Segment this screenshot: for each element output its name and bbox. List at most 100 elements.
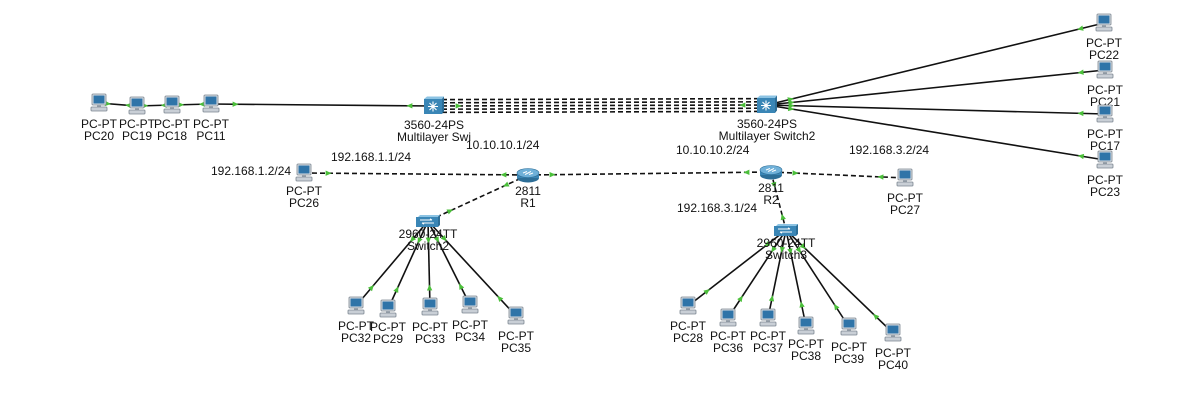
port-indicator-icon: [440, 235, 447, 242]
pc-icon: [162, 95, 182, 115]
device-name-label: Switch3: [764, 248, 808, 262]
port-indicator-icon: [799, 243, 806, 250]
port-indicator-icon: [739, 102, 746, 108]
device-name-label: PC21: [1089, 95, 1121, 109]
device-pc21[interactable]: [1095, 60, 1115, 80]
device-pc18[interactable]: [162, 95, 182, 115]
multilayer-switch-icon: [423, 96, 445, 116]
port-indicator-icon: [787, 105, 795, 112]
port-indicator-icon: [500, 172, 507, 178]
link-sw3-pc38[interactable]: [785, 229, 807, 327]
link-pc11-mls1[interactable]: [210, 101, 435, 109]
device-type-label: 2960-24TT: [756, 236, 816, 250]
device-pc38[interactable]: [796, 316, 816, 336]
port-indicator-icon: [502, 181, 510, 187]
pc-icon: [758, 308, 778, 328]
device-pc22[interactable]: [1094, 13, 1114, 33]
device-pc33[interactable]: [420, 297, 440, 317]
port-indicator-icon: [232, 101, 239, 107]
link-mls2-pc23[interactable]: [766, 104, 1106, 161]
port-indicator-icon: [743, 169, 750, 175]
link-mls2-pc21[interactable]: [766, 69, 1106, 106]
device-pc39[interactable]: [839, 317, 859, 337]
device-pc32[interactable]: [346, 296, 366, 316]
link-sw3-pc40[interactable]: [785, 229, 894, 334]
device-r1[interactable]: [516, 167, 540, 183]
link-sw2-pc35[interactable]: [427, 220, 517, 317]
device-pc27[interactable]: [895, 168, 915, 188]
device-pc17[interactable]: [1095, 104, 1115, 124]
link-pc26-r1[interactable]: [303, 170, 529, 178]
link-sw3-pc37[interactable]: [767, 229, 787, 319]
link-mls2-pc17[interactable]: [766, 102, 1106, 117]
port-indicator-icon: [780, 213, 786, 221]
device-name-label: PC20: [83, 129, 115, 143]
device-type-label: 2811: [515, 184, 541, 198]
device-type-label: PC-PT: [875, 346, 911, 360]
link-mls1-mls2[interactable]: [433, 97, 768, 114]
port-indicator-icon: [549, 172, 556, 178]
device-pc19[interactable]: [127, 96, 147, 116]
device-sw2[interactable]: [415, 214, 441, 228]
device-type-label: PC-PT: [831, 340, 867, 354]
device-pc20[interactable]: [89, 93, 109, 113]
device-sw3[interactable]: [773, 223, 799, 237]
port-indicator-icon: [425, 237, 432, 244]
link-sw2-pc32[interactable]: [355, 220, 429, 307]
link-r2-pc27[interactable]: [770, 170, 906, 180]
device-pc23[interactable]: [1095, 150, 1115, 170]
device-pc29[interactable]: [378, 299, 398, 319]
port-indicator-icon: [779, 246, 786, 253]
ip-label-r1-lan: 192.168.1.1/24: [331, 150, 412, 164]
link-sw2-pc34[interactable]: [427, 220, 471, 306]
device-mls2[interactable]: [756, 95, 778, 115]
multilayer-switch-icon: [756, 95, 778, 115]
device-pc28[interactable]: [678, 296, 698, 316]
device-type-label: PC-PT: [119, 117, 155, 131]
device-pc40[interactable]: [883, 323, 903, 343]
pc-icon: [127, 96, 147, 116]
device-pc26[interactable]: [294, 163, 314, 183]
device-name-label: PC18: [156, 129, 188, 143]
link-mls2-pc22[interactable]: [766, 22, 1105, 106]
link-sw3-pc36[interactable]: [727, 229, 787, 319]
port-indicator-icon: [325, 170, 332, 176]
link-sw3-pc39[interactable]: [785, 229, 850, 328]
device-mls1[interactable]: [423, 96, 445, 116]
port-indicator-icon: [1077, 153, 1085, 160]
device-pc35[interactable]: [506, 306, 526, 326]
link-r2-sw3[interactable]: [770, 171, 787, 231]
link-sw3-pc28[interactable]: [687, 229, 787, 307]
link-sw2-pc33[interactable]: [425, 220, 433, 308]
device-r2[interactable]: [759, 164, 783, 180]
device-type-label: PC-PT: [788, 337, 824, 351]
router-icon: [759, 164, 783, 180]
link-r1-r2[interactable]: [527, 169, 772, 178]
device-pc37[interactable]: [758, 308, 778, 328]
device-pc11[interactable]: [201, 94, 221, 114]
device-name-label: PC35: [500, 341, 532, 355]
pc-icon: [839, 317, 859, 337]
device-type-label: PC-PT: [670, 319, 706, 333]
device-name-label: PC26: [288, 196, 320, 210]
device-pc36[interactable]: [718, 308, 738, 328]
link-r1-sw2[interactable]: [427, 174, 529, 222]
port-indicator-icon: [459, 283, 465, 290]
pc-icon: [1095, 150, 1115, 170]
link-sw2-pc29[interactable]: [387, 220, 429, 310]
pc-icon: [420, 297, 440, 317]
device-type-label: 2960-24TT: [398, 227, 458, 241]
device-pc34[interactable]: [460, 295, 480, 315]
